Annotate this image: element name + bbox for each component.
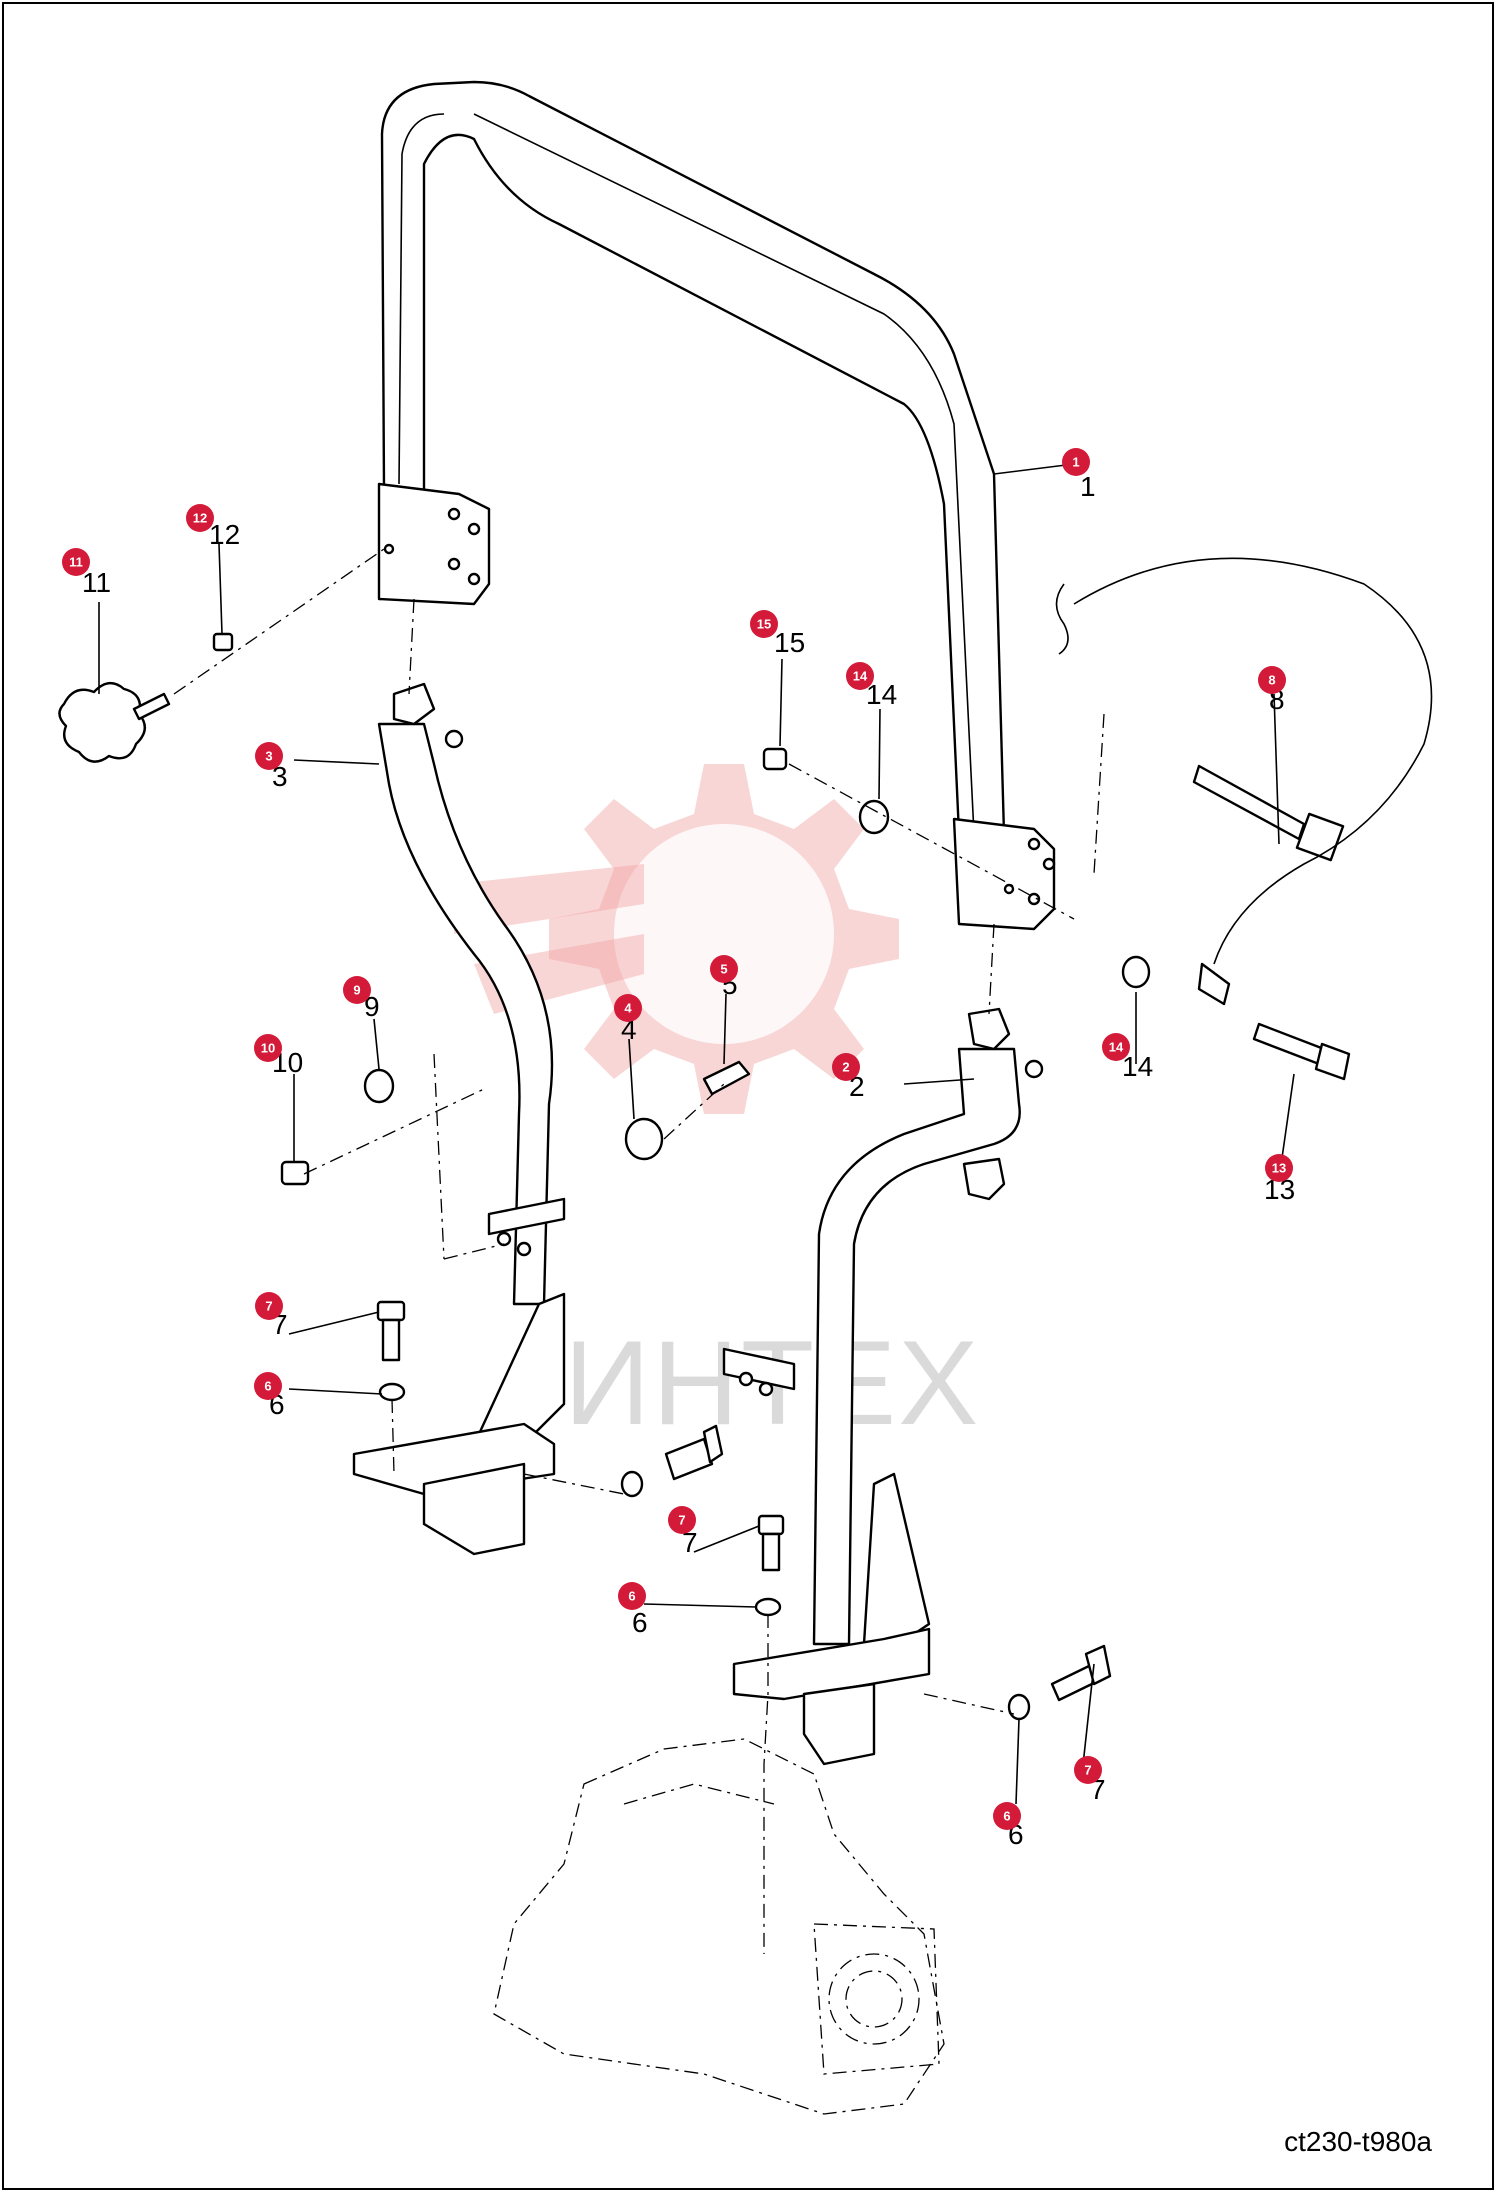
leader-lines [98, 463, 1295, 1805]
callout-4[interactable]: 4 4 [614, 994, 642, 1045]
callout-6c[interactable]: 6 6 [993, 1802, 1024, 1850]
callout-9[interactable]: 9 9 [343, 976, 380, 1022]
callout-badge-label: 14 [1109, 1040, 1124, 1055]
callout-7b[interactable]: 7 7 [668, 1506, 698, 1558]
callout-number: 12 [209, 519, 240, 550]
bushing [280, 1160, 310, 1186]
callout-badge-label: 12 [193, 511, 207, 526]
callout-badge-label: 9 [353, 983, 360, 998]
callout-15[interactable]: 15 15 [750, 610, 805, 658]
callout-badge-label: 6 [628, 1589, 635, 1604]
callout-number: 1 [1080, 471, 1096, 502]
spacer-washer [363, 1068, 395, 1104]
hex-nut-upper [762, 747, 788, 771]
callout-2[interactable]: 2 2 [832, 1053, 865, 1102]
callout-badge-label: 3 [265, 749, 272, 764]
transmission-housing [493, 1738, 945, 2115]
callout-badge-label: 15 [757, 617, 771, 632]
assembly-centerlines [173, 548, 1105, 1954]
exploded-parts-diagram: ИНТЕХ [58, 80, 1433, 2115]
callout-number: 14 [1122, 1051, 1153, 1082]
large-washer [624, 1117, 664, 1161]
callout-number: 11 [82, 567, 111, 598]
callout-12[interactable]: 12 12 [186, 504, 240, 550]
hex-bolt [664, 1424, 724, 1481]
lock-washer [1007, 1693, 1031, 1721]
callout-badge-label: 5 [720, 962, 727, 977]
roll-bar-arch [380, 80, 1006, 836]
callout-badge-label: 4 [624, 1001, 632, 1016]
callout-badge-label: 8 [1268, 673, 1275, 688]
shoulder-bolt [702, 1060, 751, 1096]
right-support-frame [722, 1007, 1044, 1766]
callout-5[interactable]: 5 5 [710, 955, 738, 1000]
hex-bolt [376, 1300, 406, 1362]
drawing-code: ct230-t980a [1284, 2126, 1432, 2157]
callout-10[interactable]: 10 10 [254, 1034, 303, 1078]
flat-washer [858, 799, 890, 835]
callout-13[interactable]: 13 13 [1264, 1154, 1295, 1205]
star-knob [58, 682, 171, 763]
callout-badge-label: 10 [261, 1041, 275, 1056]
callout-6b[interactable]: 6 6 [618, 1582, 648, 1638]
callout-badge-label: 7 [1084, 1763, 1091, 1778]
callout-7a[interactable]: 7 7 [255, 1292, 288, 1340]
callout-3[interactable]: 3 3 [255, 742, 288, 792]
callout-number: 6 [632, 1607, 648, 1638]
upper-left-bracket [377, 482, 491, 606]
callout-1[interactable]: 1 1 [1062, 448, 1096, 502]
callout-badge-label: 2 [842, 1060, 849, 1075]
lock-washer [754, 1597, 782, 1617]
callout-badge-label: 14 [853, 669, 868, 684]
callout-number: 3 [272, 761, 288, 792]
callout-number: 4 [621, 1014, 637, 1045]
callout-badge-label: 1 [1072, 455, 1079, 470]
lock-washer [378, 1382, 406, 1402]
hex-nut [212, 632, 234, 652]
left-support-frame [352, 682, 566, 1556]
lock-washer [620, 1470, 644, 1498]
callout-7c[interactable]: 7 7 [1074, 1756, 1106, 1805]
callout-badge-label: 6 [264, 1379, 271, 1394]
flat-washer [1121, 955, 1151, 989]
callout-badge-label: 6 [1003, 1809, 1010, 1824]
lock-pin-assembly [1055, 557, 1433, 1006]
callout-badge-label: 13 [1272, 1161, 1286, 1176]
callout-number: 15 [774, 627, 805, 658]
callout-badge-label: 7 [265, 1299, 272, 1314]
hex-bolt [757, 1514, 785, 1572]
callout-badge-label: 7 [678, 1513, 685, 1528]
callout-8[interactable]: 8 8 [1258, 666, 1286, 715]
upper-right-bracket [952, 817, 1056, 931]
callout-number: 7 [682, 1527, 698, 1558]
callout-14a[interactable]: 14 14 [846, 662, 897, 710]
callout-11[interactable]: 11 11 [62, 548, 111, 598]
callout-14b[interactable]: 14 14 [1102, 1033, 1153, 1082]
hex-bolt-long [1252, 1022, 1351, 1081]
callout-badge-label: 11 [69, 555, 83, 570]
callout-6a[interactable]: 6 6 [254, 1372, 285, 1420]
hex-bolt [1050, 1644, 1112, 1702]
